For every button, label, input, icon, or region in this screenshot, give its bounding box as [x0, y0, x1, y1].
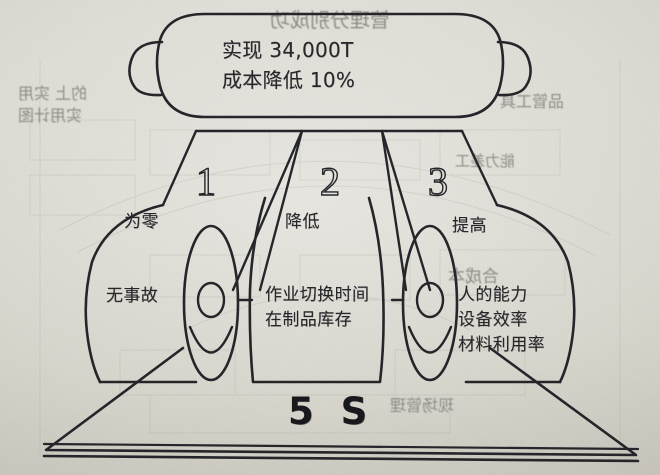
foundation-trapezoid — [44, 346, 638, 457]
column-3-number: 3 — [427, 158, 448, 204]
column-2-panel — [248, 196, 385, 384]
banner-right-ear — [496, 40, 532, 97]
column-1-panel — [84, 203, 165, 384]
banner-line-1: 实现 34,000T — [222, 38, 354, 62]
column-3-body-3: 材料利用率 — [458, 335, 545, 355]
column-3-panel — [495, 203, 576, 384]
column-1-label: 为零 — [124, 212, 159, 232]
goal-banner-shape — [155, 12, 505, 119]
column-3-body-1: 人的能力 — [458, 285, 528, 305]
column-1-body-1: 无事故 — [106, 286, 159, 306]
column-2-body-1: 作业切换时间 — [265, 285, 370, 305]
pillar-right — [401, 224, 459, 382]
column-2-label: 降低 — [285, 212, 320, 232]
banner-line-2: 成本降低 10% — [222, 68, 356, 92]
pillar-left — [182, 224, 240, 382]
banner-left-ear — [128, 40, 164, 97]
foundation-label: 5 S — [288, 390, 375, 433]
column-3-label: 提高 — [452, 216, 487, 236]
column-3-body-2: 设备效率 — [458, 310, 528, 330]
foundation-bottom-line-1 — [42, 454, 640, 463]
connector-fan-lines — [161, 129, 499, 292]
foundation-bottom-line-2 — [42, 442, 640, 451]
column-2-number: 2 — [319, 158, 340, 204]
column-2-body-2: 在制品库存 — [265, 310, 352, 330]
column-1-number: 1 — [195, 158, 216, 204]
